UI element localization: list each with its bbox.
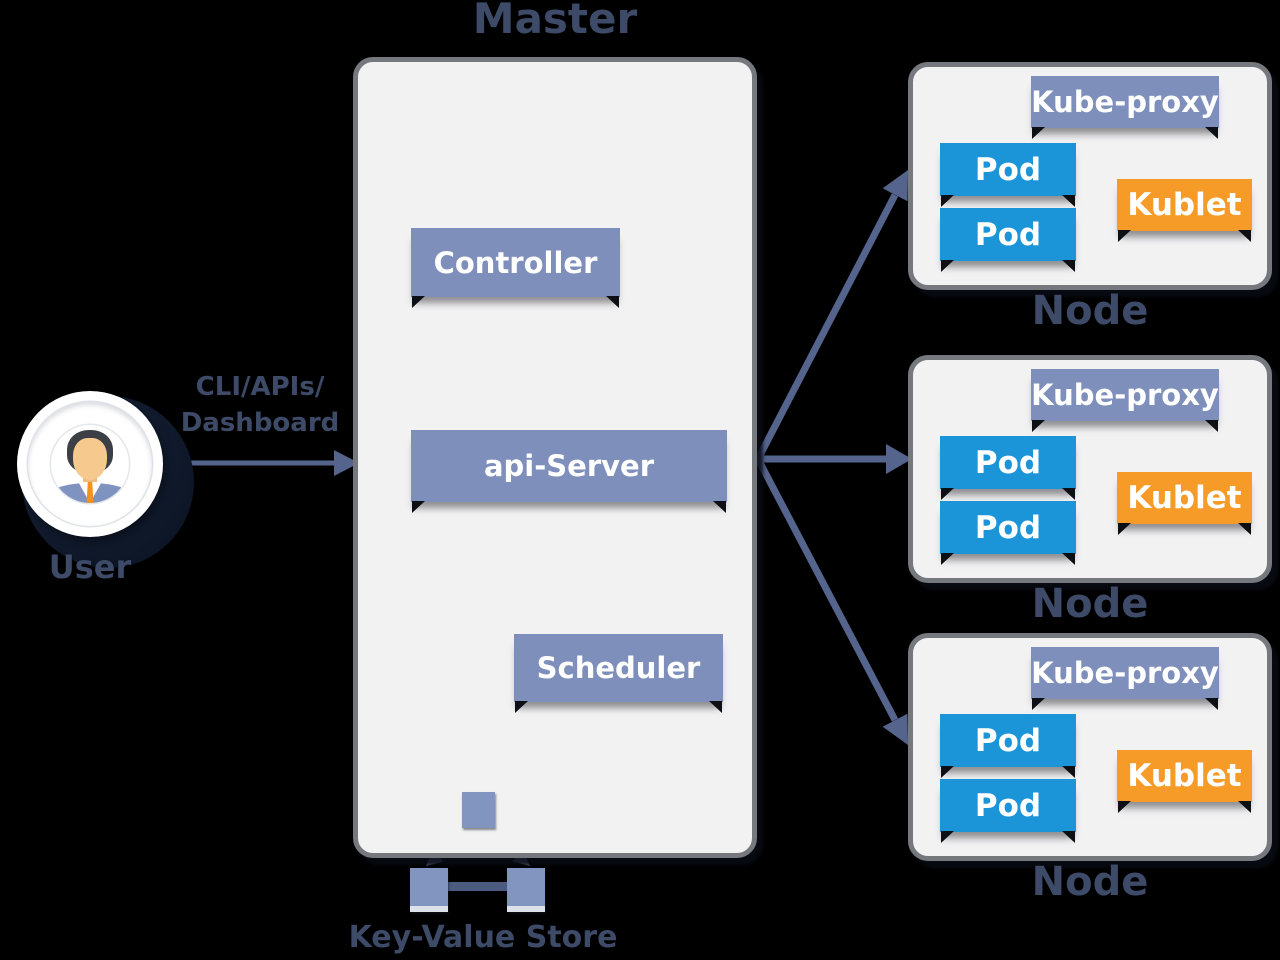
scheduler-box: Scheduler xyxy=(514,634,723,702)
master-to-node1-arrow xyxy=(754,170,908,461)
key-value-store-right-node xyxy=(507,868,545,912)
kublet-box: Kublet xyxy=(1117,472,1252,524)
pod-box: Pod xyxy=(940,779,1076,832)
pod-box: Pod xyxy=(940,501,1076,554)
key-value-store-label: Key-Value Store xyxy=(348,920,618,955)
node-panel-1: Kube-proxy Pod Pod Kublet xyxy=(908,62,1272,290)
pod-box: Pod xyxy=(940,143,1076,196)
node-label-3: Node xyxy=(1031,859,1149,905)
avatar-face xyxy=(72,438,108,481)
pod-box: Pod xyxy=(940,714,1076,767)
kube-proxy-box: Kube-proxy xyxy=(1031,369,1219,421)
key-value-store-connector xyxy=(447,882,508,891)
connection-label: CLI/APIs/ Dashboard xyxy=(175,369,345,441)
node-panel-3: Kube-proxy Pod Pod Kublet xyxy=(908,633,1272,861)
kublet-box: Kublet xyxy=(1117,750,1252,802)
kube-proxy-box: Kube-proxy xyxy=(1031,76,1219,128)
user-avatar xyxy=(17,391,163,537)
kube-proxy-box: Kube-proxy xyxy=(1031,647,1219,699)
user-person-icon xyxy=(51,425,129,503)
master-to-node2-arrow xyxy=(758,444,912,474)
pod-box: Pod xyxy=(940,208,1076,261)
master-to-node3-arrow xyxy=(754,457,908,745)
api-server-box: api-Server xyxy=(411,430,727,502)
connection-label-line1: CLI/APIs/ xyxy=(195,372,325,402)
node-label-1: Node xyxy=(1031,288,1149,334)
node-panel-2: Kube-proxy Pod Pod Kublet xyxy=(908,355,1272,583)
kublet-box: Kublet xyxy=(1117,179,1252,231)
connection-label-line2: Dashboard xyxy=(180,408,340,438)
node-label-2: Node xyxy=(1031,581,1149,627)
pod-box: Pod xyxy=(940,436,1076,489)
master-title: Master xyxy=(472,0,638,43)
user-avatar-ring xyxy=(28,402,152,526)
avatar-tie xyxy=(86,481,94,503)
key-value-store-left-node xyxy=(410,868,448,912)
key-value-store-top-node xyxy=(462,792,495,828)
controller-box: Controller xyxy=(411,228,620,297)
user-label: User xyxy=(48,548,132,586)
